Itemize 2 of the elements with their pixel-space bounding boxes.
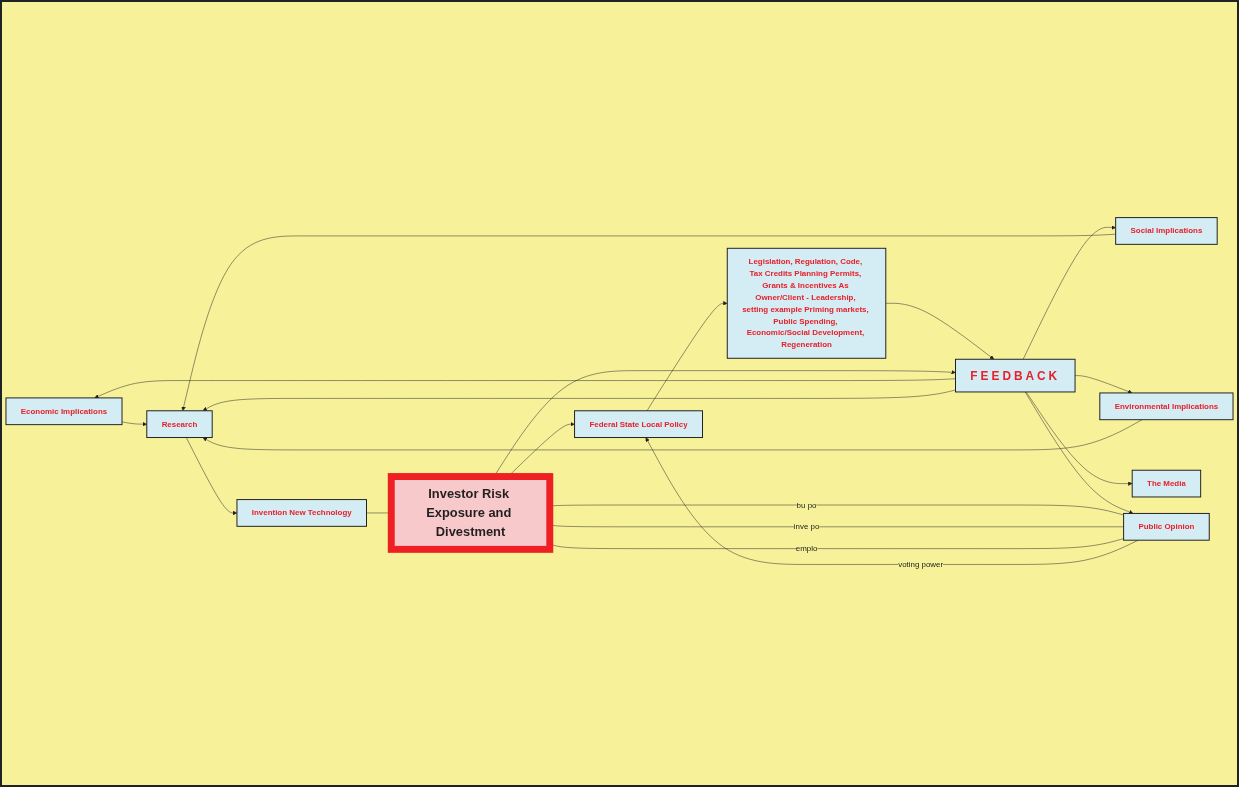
node-box: Investor Risk Exposure and Divestment <box>387 472 554 553</box>
node-box: FEEDBACK <box>955 358 1076 392</box>
